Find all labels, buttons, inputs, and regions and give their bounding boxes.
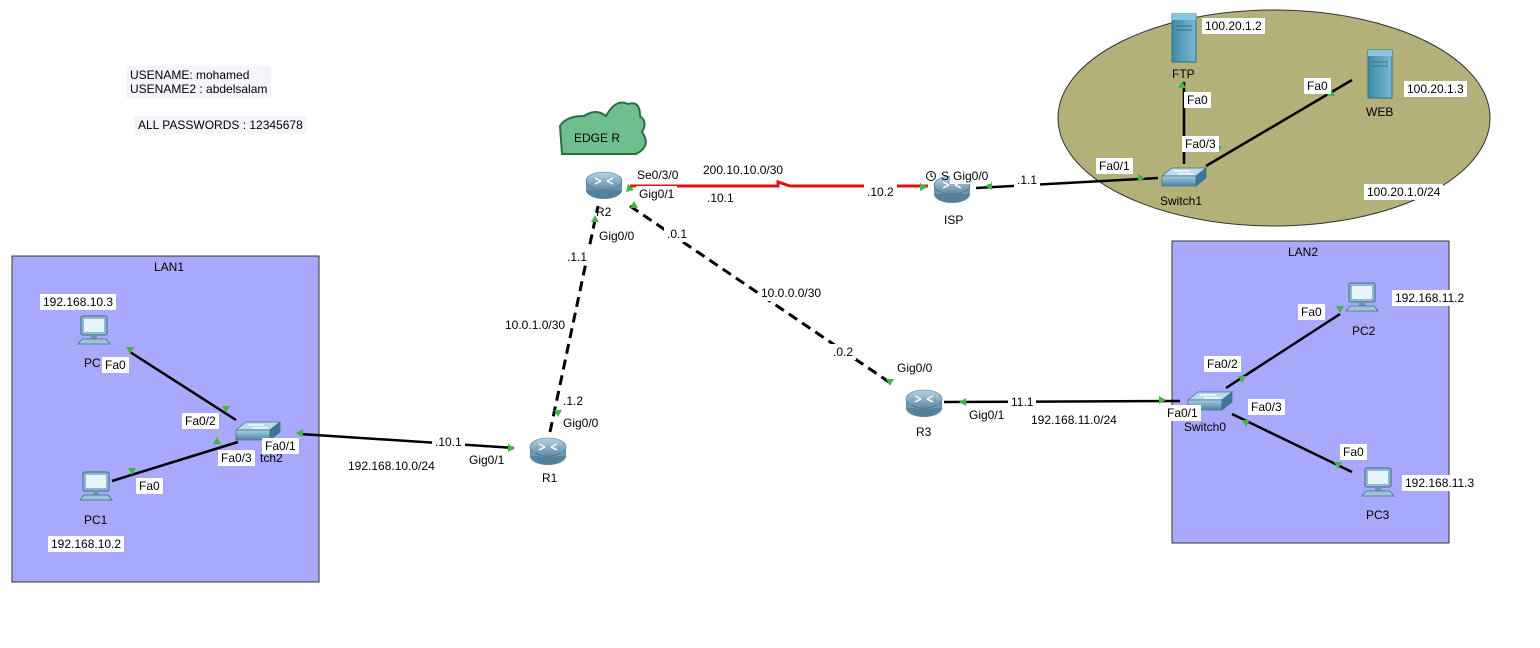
link-switch0-pc2[interactable]: [1225, 312, 1341, 390]
pc1-name: PC1: [84, 513, 108, 527]
pc3-name: PC3: [1366, 508, 1390, 522]
clock-icon: [926, 171, 936, 181]
switch2-fa02-port: Fa0/2: [182, 413, 219, 429]
switch0-fa02-port: Fa0/2: [1204, 356, 1241, 372]
r3-name: R3: [916, 425, 932, 439]
link-switch2-r1[interactable]: [299, 432, 515, 450]
web-name: WEB: [1366, 105, 1394, 119]
switch2-fa03-port: Fa0/3: [218, 450, 255, 466]
r2-gig01-port: Gig0/1: [636, 186, 678, 202]
r1-gig01-port: Gig0/1: [466, 452, 508, 468]
r3-gig00-ip: .0.2: [830, 344, 857, 360]
r2-r3-network: 10.0.0.0/30: [758, 285, 825, 301]
link-pc1-switch2[interactable]: [111, 440, 239, 483]
username-2-text: USENAME2 : abdelsalam: [130, 82, 268, 96]
r2-isp-network: 200.10.10.0/30: [700, 162, 787, 178]
lan1-zone: [11, 255, 320, 583]
pc-fa0-port: Fa0: [102, 357, 129, 373]
lan1-title: LAN1: [154, 260, 185, 274]
r1-name: R1: [542, 471, 558, 485]
r1-gig00-ip: .1.2: [560, 393, 587, 409]
pc1-fa0-port: Fa0: [136, 478, 163, 494]
r1-gig00-port: Gig0/0: [560, 415, 602, 431]
link-r2-isp-serial[interactable]: [630, 179, 928, 188]
server-network: 100.20.1.0/24: [1364, 184, 1444, 200]
pc3-ip: 192.168.11.3: [1402, 475, 1478, 491]
r2-router-icon[interactable]: [585, 171, 623, 200]
link-switch0-pc3[interactable]: [1231, 412, 1353, 474]
switch2-name: tch2: [260, 451, 283, 465]
username-1-text: USENAME: mohamed: [130, 68, 250, 82]
pc1-pc-icon[interactable]: [79, 471, 113, 501]
isp-serial-ip: .10.2: [864, 184, 897, 200]
r1-router-icon[interactable]: [529, 437, 567, 466]
switch1-fa03-port: Fa0/3: [1182, 136, 1219, 152]
lan1-pc-ip: 192.168.10.3: [40, 294, 117, 310]
credentials-note: USENAME: mohamed USENAME2 : abdelsalam: [126, 66, 272, 98]
r3-gig01-port: Gig0/1: [966, 407, 1008, 423]
pc3-pc-icon[interactable]: [1361, 467, 1395, 497]
lan1-network: 192.168.10.0/24: [348, 459, 435, 473]
r3-router-icon[interactable]: [905, 389, 943, 418]
isp-gig-ip: .1.1: [1014, 172, 1041, 188]
pc3-fa0-port: Fa0: [1340, 444, 1367, 460]
pc-name: PC: [84, 356, 101, 370]
isp-name: ISP: [944, 213, 964, 227]
edge-cloud-shape: [558, 101, 647, 155]
link-r1-r2[interactable]: [548, 205, 600, 433]
edge-cloud-title: EDGE R: [574, 131, 621, 145]
web-server-icon[interactable]: [1367, 49, 1393, 99]
isp-s-port: S: [941, 169, 950, 183]
web-ip: 100.20.1.3: [1404, 81, 1467, 97]
r2-gig00-ip: .1.1: [564, 249, 591, 265]
web-fa0-port: Fa0: [1304, 78, 1331, 94]
switch2-fa01-port: Fa0/1: [262, 438, 299, 454]
link-status-indicators: [126, 81, 1344, 475]
r2-name: R2: [596, 205, 612, 219]
ftp-fa0-port: Fa0: [1184, 92, 1211, 108]
switch1-fa01-port: Fa0/1: [1096, 158, 1133, 174]
switch0-name: Switch0: [1184, 420, 1227, 434]
switch0-fa01-port: Fa0/1: [1164, 405, 1201, 421]
r3-gig01-ip: 11.1: [1008, 394, 1037, 410]
link-switch1-web[interactable]: [1205, 78, 1353, 168]
pc2-pc-icon[interactable]: [1345, 282, 1379, 312]
passwords-note: ALL PASSWORDS : 12345678: [134, 116, 307, 134]
pc2-ip: 192.168.11.2: [1392, 290, 1468, 306]
r3-gig00-port: Gig0/0: [894, 360, 936, 376]
pc2-fa0-port: Fa0: [1298, 304, 1325, 320]
switch1-switch-icon[interactable]: [1161, 167, 1207, 187]
r2-gig01-ip: .0.1: [664, 226, 691, 242]
link-isp-switch1[interactable]: [975, 176, 1159, 190]
r1-gig01-ip: .10.1: [432, 434, 465, 450]
switch0-fa03-port: Fa0/3: [1248, 399, 1285, 415]
lan2-network: 192.168.11.0/24: [1028, 412, 1120, 428]
ftp-server-icon[interactable]: [1171, 13, 1197, 63]
r2-gig00-port: Gig0/0: [596, 228, 638, 244]
lan2-title: LAN2: [1288, 245, 1319, 259]
r1-r2-network: 10.0.1.0/30: [502, 317, 569, 333]
switch1-name: Switch1: [1160, 194, 1203, 208]
r2-serial-ip: .10.1: [704, 190, 737, 206]
r2-se030-port: Se0/3/0: [634, 167, 682, 183]
ftp-ip: 100.20.1.2: [1202, 18, 1265, 34]
isp-gig00-port: Gig0/0: [950, 168, 992, 184]
pc2-name: PC2: [1352, 324, 1376, 338]
link-r3-switch0[interactable]: [943, 399, 1181, 404]
link-pc-switch2[interactable]: [129, 350, 237, 422]
ftp-name: FTP: [1172, 67, 1195, 81]
pc-pc-icon[interactable]: [77, 315, 111, 345]
lan1-pc1-ip: 192.168.10.2: [48, 536, 125, 552]
